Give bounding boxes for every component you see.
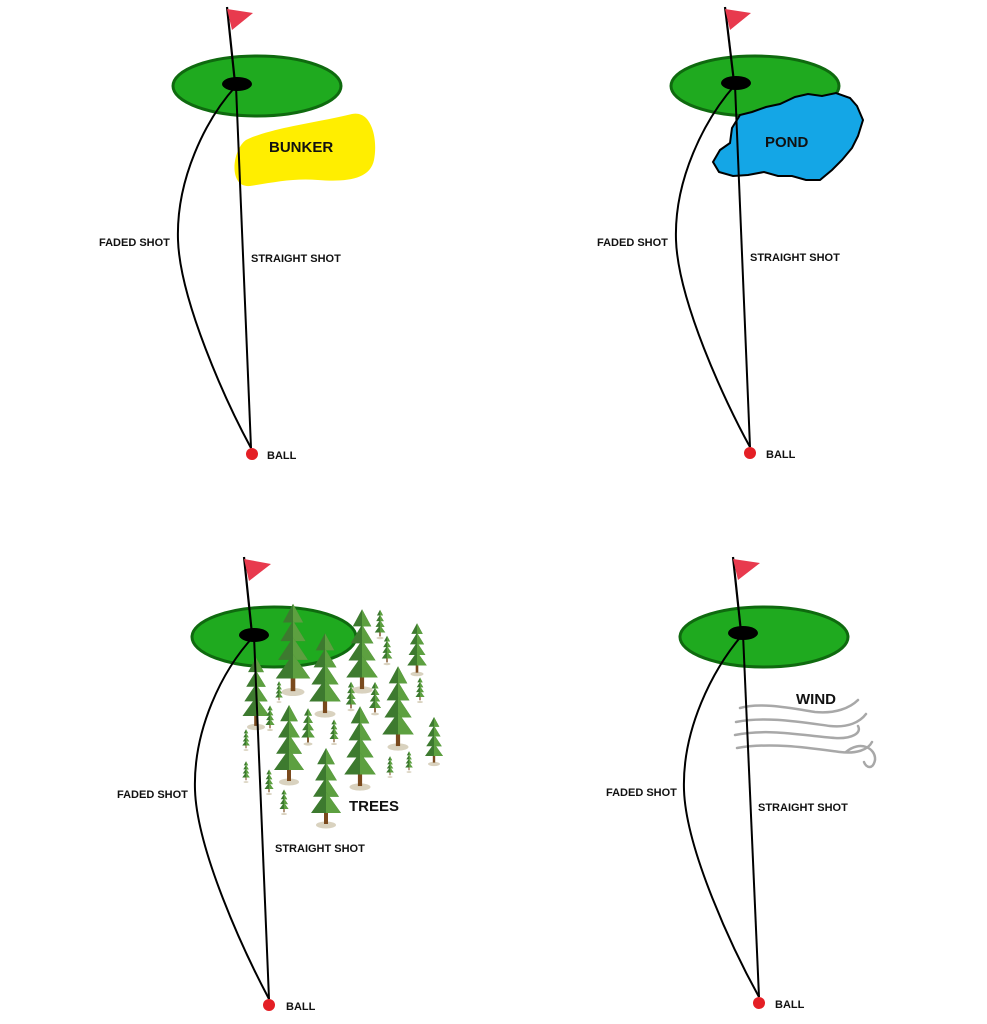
straight-shot-line [253, 635, 270, 1000]
flag-icon [244, 559, 271, 581]
trees-label: TREES [349, 798, 399, 815]
pine-tree-icon [425, 717, 443, 767]
green [171, 54, 343, 118]
panel-pond: POND FADED SHOT STRAIGHT SHOT BALL [597, 6, 865, 461]
pine-tree-icon [279, 789, 289, 816]
flag-icon [733, 559, 760, 580]
hole [721, 76, 751, 90]
pine-tree-icon [301, 708, 315, 746]
faded-shot-label: FADED SHOT [99, 237, 170, 249]
pine-tree-icon [265, 705, 275, 732]
faded-shot-label: FADED SHOT [606, 787, 677, 799]
pine-tree-icon [329, 719, 339, 746]
straight-shot-line [742, 633, 760, 998]
pine-tree-icon [309, 633, 341, 718]
bunker-label: BUNKER [269, 139, 333, 156]
faded-shot-label: FADED SHOT [117, 789, 188, 801]
faded-shot-line [674, 84, 751, 448]
pine-tree-icon [381, 635, 393, 666]
wind-label: WIND [796, 691, 836, 708]
pine-tree-icon [369, 682, 381, 716]
pond-label: POND [765, 134, 809, 151]
pine-tree-icon [274, 705, 304, 786]
trees-hazard [242, 603, 443, 829]
faded-shot-line [682, 633, 760, 998]
faded-shot-line [176, 85, 252, 449]
faded-shot-label: FADED SHOT [597, 237, 668, 249]
flag-icon [725, 9, 751, 30]
pine-tree-icon [242, 761, 250, 783]
pine-tree-icon [264, 769, 274, 796]
straight-shot-label: STRAIGHT SHOT [251, 253, 341, 265]
bunker-hazard [234, 113, 376, 187]
ball-label: BALL [775, 999, 805, 1011]
hole [239, 628, 269, 642]
pine-tree-icon [275, 603, 311, 697]
ball [753, 997, 765, 1009]
flag-pole [723, 6, 736, 83]
ball [744, 447, 756, 459]
pine-tree-icon [386, 756, 394, 778]
pine-tree-icon [382, 666, 414, 751]
straight-shot-label: STRAIGHT SHOT [750, 252, 840, 264]
ball [263, 999, 275, 1011]
straight-shot-line [235, 85, 252, 449]
pine-tree-icon [275, 681, 283, 703]
wind-hazard [733, 698, 877, 769]
pine-tree-icon [242, 729, 250, 751]
hole [222, 77, 252, 91]
flag-pole [731, 556, 743, 633]
pine-tree-icon [344, 706, 376, 791]
pine-tree-icon [346, 609, 378, 694]
hole [728, 626, 758, 640]
faded-shot-line [193, 635, 270, 1000]
pine-tree-icon [415, 677, 425, 704]
flag-pole [225, 6, 237, 84]
pine-tree-icon [345, 681, 357, 712]
panel-trees: TREES FADED SHOT STRAIGHT SHOT BALL [117, 556, 443, 1013]
pond-hazard [711, 91, 865, 181]
ball-label: BALL [286, 1001, 316, 1013]
green [678, 605, 850, 669]
ball [246, 448, 258, 460]
pine-tree-icon [405, 751, 413, 773]
flag-pole [242, 556, 254, 635]
green [190, 605, 358, 669]
straight-shot-line [734, 84, 751, 448]
pine-tree-icon [311, 748, 341, 829]
straight-shot-label: STRAIGHT SHOT [758, 802, 848, 814]
panel-bunker: BUNKER FADED SHOT STRAIGHT SHOT BALL [99, 6, 376, 462]
pine-tree-icon [407, 623, 427, 677]
flag-icon [227, 9, 253, 30]
pine-tree-icon [374, 609, 386, 640]
panel-wind: WIND FADED SHOT STRAIGHT SHOT BALL [606, 556, 877, 1011]
straight-shot-label: STRAIGHT SHOT [275, 843, 365, 855]
ball-label: BALL [267, 450, 297, 462]
ball-label: BALL [766, 449, 796, 461]
